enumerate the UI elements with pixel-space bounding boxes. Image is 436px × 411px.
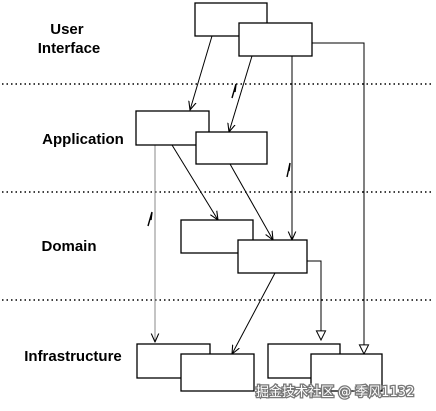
stroke-mark-3 bbox=[147, 211, 153, 227]
watermark-text: 掘金技术社区 @ 季风1132 bbox=[256, 384, 414, 400]
domain-box-2 bbox=[237, 239, 308, 274]
arrow-domain-to-infrastructure-implementation bbox=[307, 260, 321, 340]
infrastructure-box-2 bbox=[180, 353, 255, 392]
layer-label-user-interface: User Interface bbox=[38, 21, 101, 57]
layer-label-user: User bbox=[50, 21, 84, 38]
layer-label-domain: Domain bbox=[41, 238, 96, 255]
arrow-application-service-to-domain bbox=[229, 163, 273, 240]
stroke-mark-2 bbox=[286, 162, 291, 178]
layer-label-infrastructure: Infrastructure bbox=[24, 348, 122, 365]
arrow-ui-to-application-service bbox=[229, 55, 253, 132]
infrastructure-box-4 bbox=[310, 353, 383, 392]
ui-box-2 bbox=[238, 22, 313, 57]
layer-label-interface: Interface bbox=[38, 40, 101, 57]
layer-label-application: Application bbox=[42, 131, 124, 148]
arrow-application-to-domain bbox=[171, 144, 218, 220]
arrow-ui-to-application bbox=[190, 35, 213, 110]
arrow-ui-to-infrastructure bbox=[312, 42, 364, 354]
arrow-domain-to-infrastructure bbox=[232, 272, 276, 354]
stroke-mark-1 bbox=[231, 83, 237, 99]
application-box-2 bbox=[195, 131, 268, 165]
